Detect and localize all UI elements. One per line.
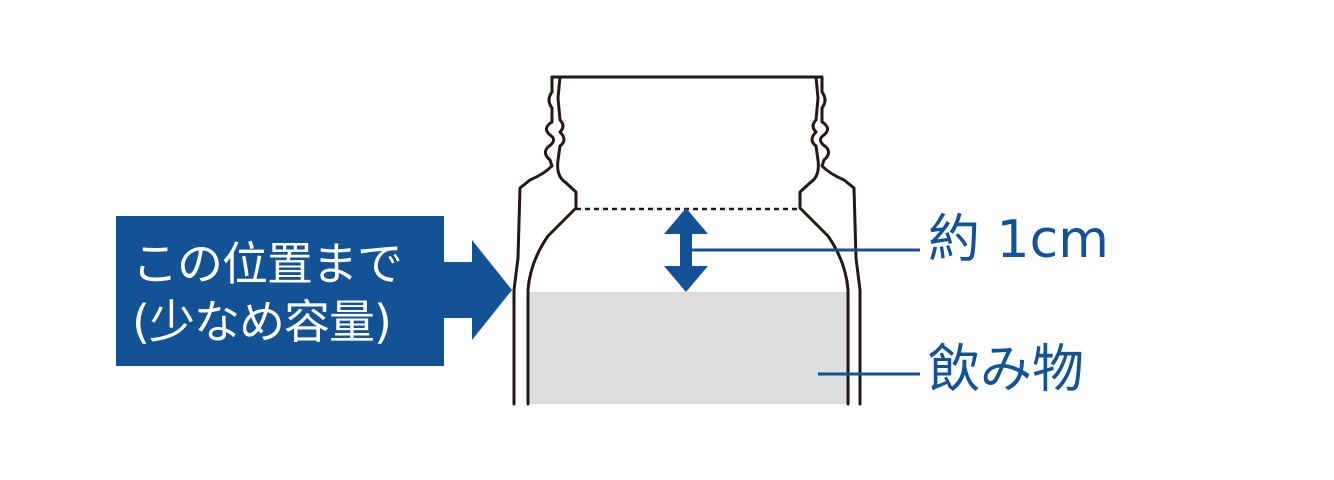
callout-box [116, 216, 444, 366]
drink-label: 飲み物 [928, 340, 1085, 400]
callout-line2: (少なめ容量) [132, 295, 392, 349]
gap-double-arrow-icon [664, 208, 708, 292]
gap-label: 約 1cm [928, 210, 1109, 270]
bottle-outline [512, 75, 862, 406]
callout-arrow-icon [444, 240, 512, 340]
drink-liquid [528, 292, 850, 404]
callout-line1: この位置まで [132, 237, 403, 291]
